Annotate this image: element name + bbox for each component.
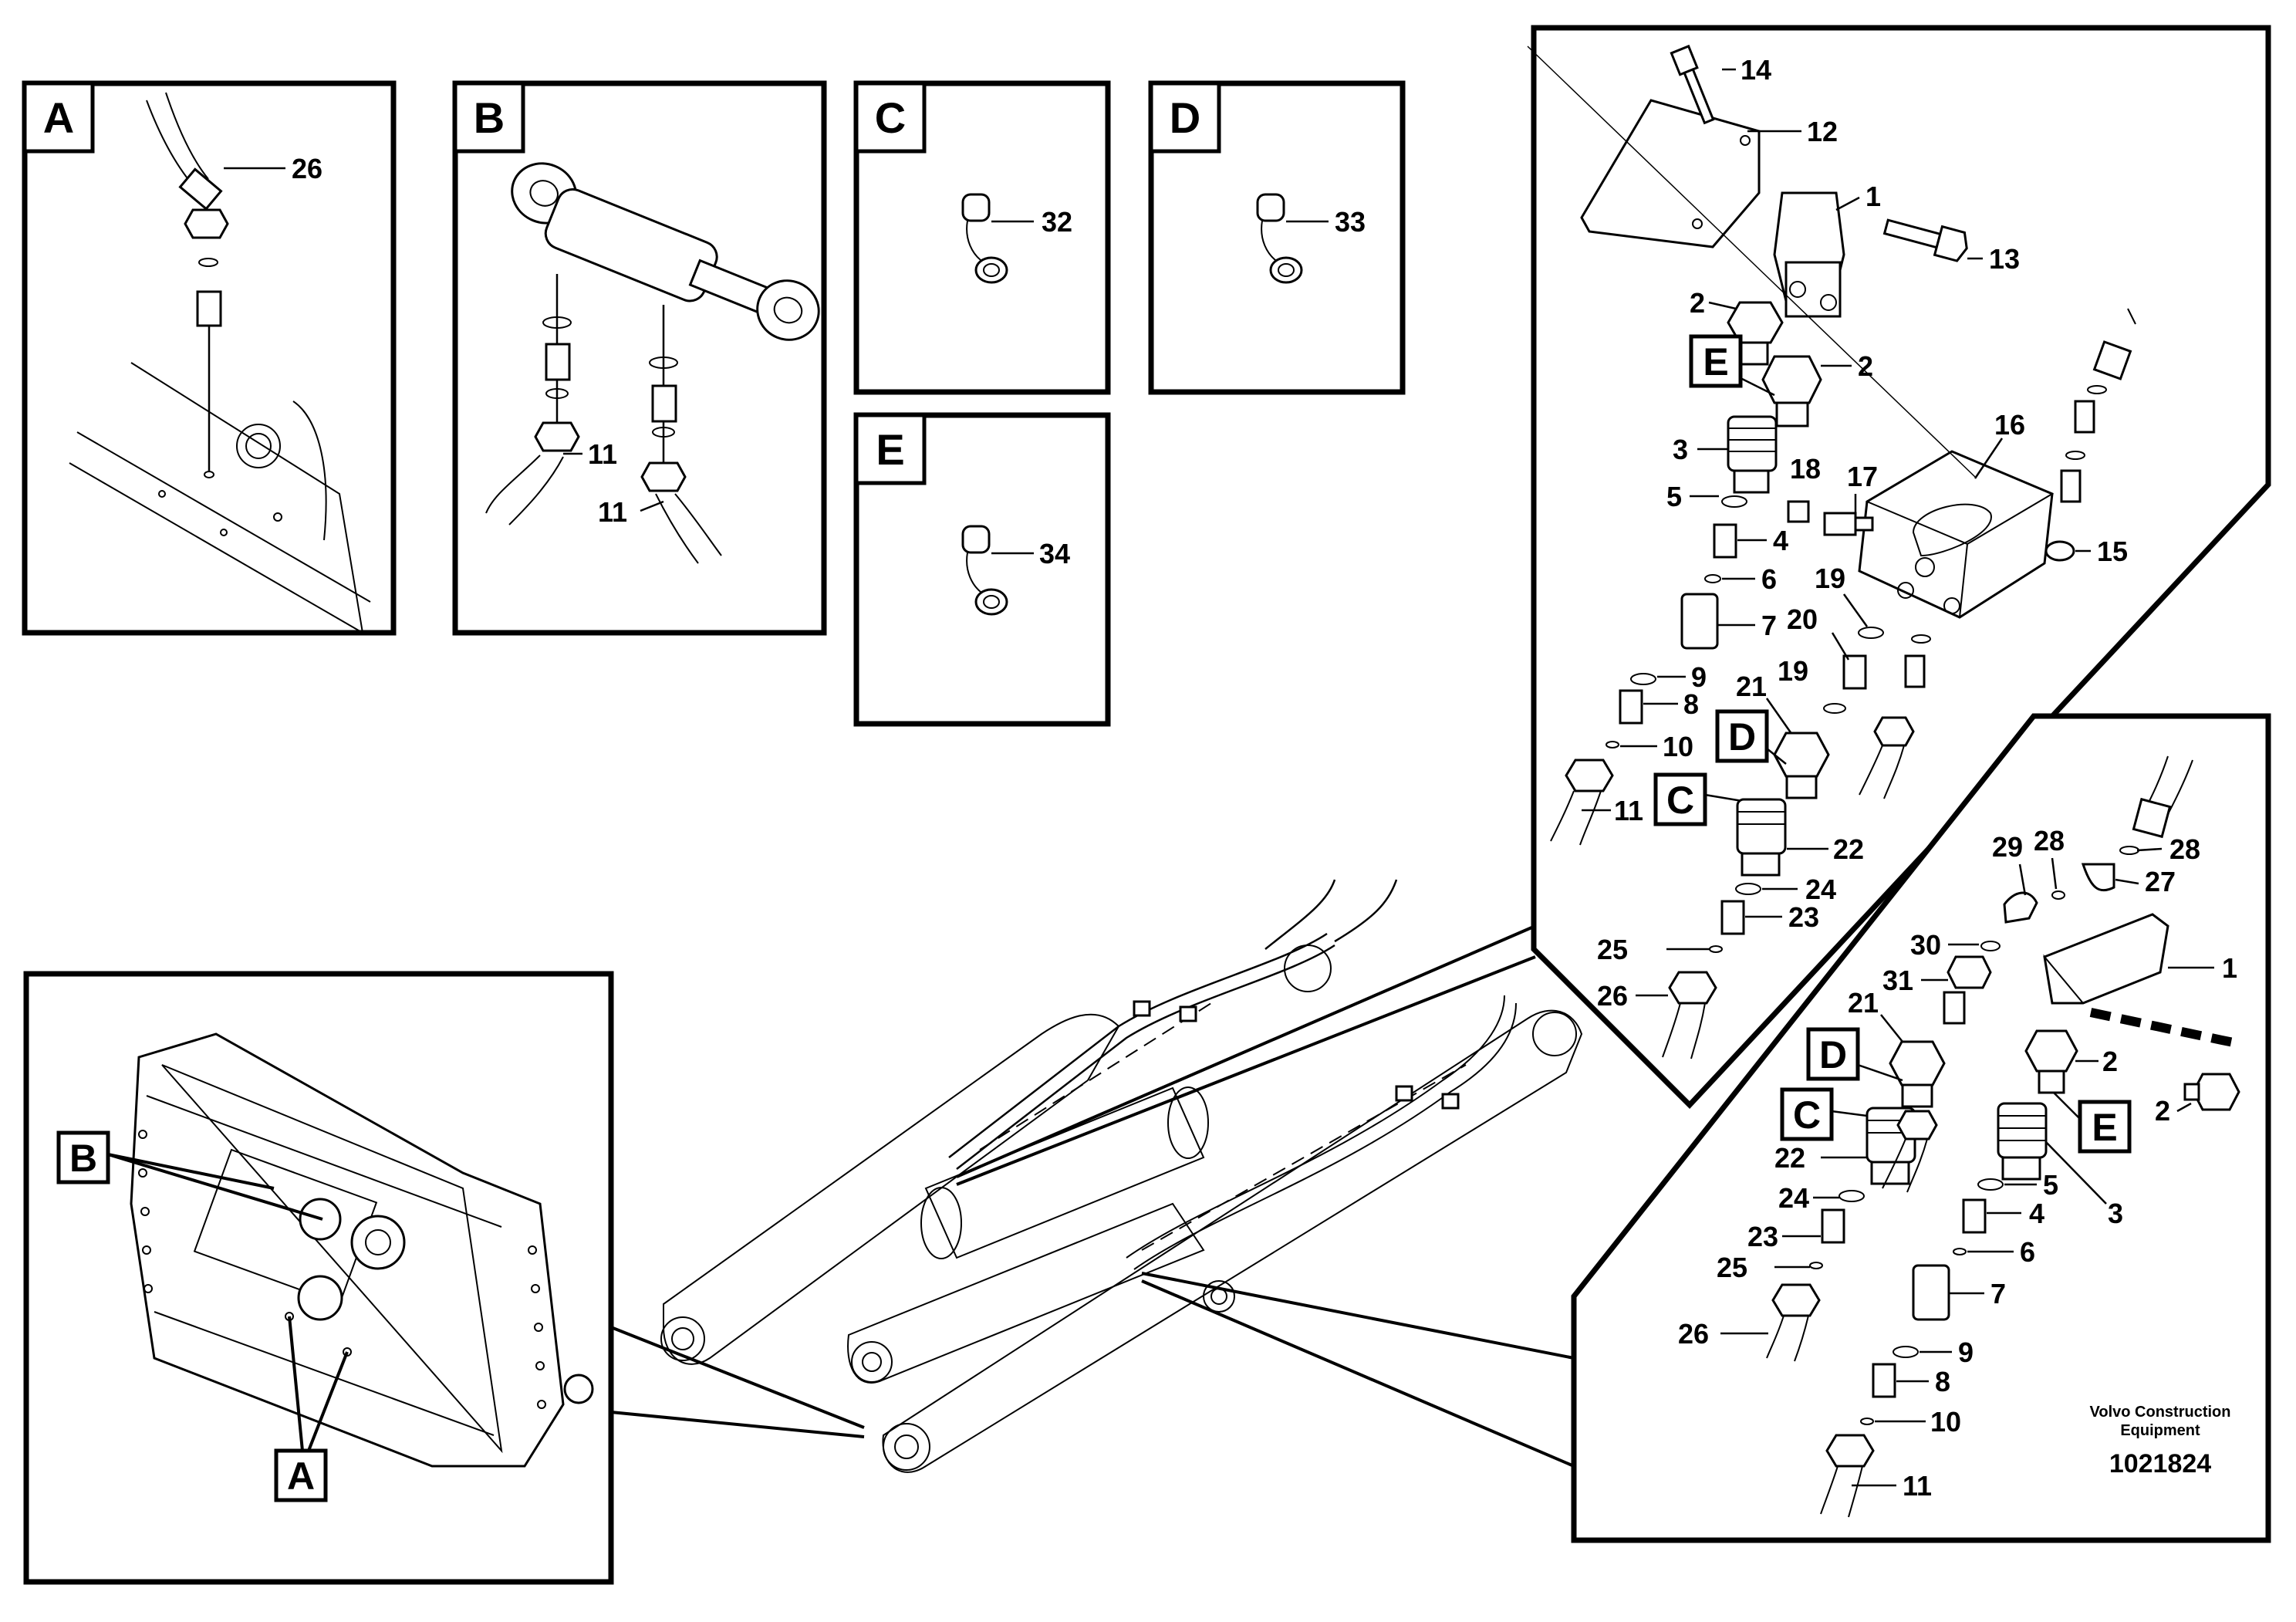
- callout-17: 17: [1847, 461, 1878, 492]
- callout-1-top: 1: [1866, 181, 1881, 212]
- callout-6-top: 6: [1761, 563, 1777, 595]
- callout-24-top: 24: [1805, 874, 1836, 905]
- callout-30: 30: [1910, 929, 1941, 961]
- callout-27: 27: [2145, 866, 2176, 897]
- callout-9-bot: 9: [1958, 1336, 1974, 1368]
- panel-b: B 11 11: [452, 80, 827, 636]
- callout-2-bot2: 2: [2155, 1095, 2170, 1127]
- boom-assembly: [610, 879, 1583, 1473]
- callout-18: 18: [1790, 453, 1821, 485]
- callout-22-bot: 22: [1774, 1142, 1805, 1174]
- callout-19-a: 19: [1815, 563, 1845, 594]
- callout-9-top: 9: [1691, 661, 1707, 693]
- detail-panel-lower: 28 27 29 28 30 31 1 2 2: [1571, 713, 2271, 1543]
- detail-panel-upper: 14 12 1 13 2 2 E: [1527, 25, 2271, 1110]
- panel-a-letter: A: [43, 93, 74, 142]
- callout-15: 15: [2097, 536, 2128, 567]
- callout-24-bot: 24: [1778, 1182, 1809, 1214]
- callout-11-top: 11: [1614, 795, 1643, 826]
- callout-33: 33: [1335, 206, 1366, 238]
- panel-e: E 34: [853, 412, 1111, 727]
- callout-7-top: 7: [1761, 610, 1777, 641]
- callout-7-bot: 7: [1990, 1278, 2006, 1309]
- callout-31: 31: [1882, 965, 1913, 996]
- brand-line-2: Equipment: [2120, 1422, 2200, 1439]
- panel-b-letter: B: [474, 93, 505, 142]
- callout-4-bot: 4: [2029, 1198, 2044, 1229]
- callout-29: 29: [1992, 831, 2023, 863]
- callout-11-bot: 11: [1903, 1470, 1932, 1502]
- callout-28-a: 28: [2034, 825, 2065, 857]
- callout-26-top: 26: [1597, 980, 1628, 1012]
- callout-5-bot: 5: [2043, 1169, 2058, 1201]
- tag-b-overview: B: [69, 1137, 97, 1180]
- callout-10-top: 10: [1663, 731, 1693, 762]
- callout-26-bot: 26: [1678, 1318, 1709, 1350]
- callout-23-bot: 23: [1747, 1221, 1778, 1252]
- callout-8-bot: 8: [1935, 1366, 1950, 1397]
- callout-6-bot: 6: [2020, 1236, 2035, 1268]
- panel-d: D 33: [1148, 80, 1406, 395]
- callout-4-top: 4: [1773, 525, 1788, 556]
- callout-20: 20: [1787, 603, 1818, 635]
- callout-3-top: 3: [1673, 434, 1688, 465]
- callout-19-b: 19: [1778, 655, 1808, 687]
- callout-28-b: 28: [2169, 833, 2200, 865]
- brand-line-1: Volvo Construction: [2090, 1404, 2231, 1421]
- callout-11-b2: 11: [598, 496, 627, 528]
- tag-e-top: E: [1703, 340, 1728, 384]
- callout-32: 32: [1042, 206, 1072, 238]
- callout-12: 12: [1807, 116, 1838, 147]
- callout-10-bot: 10: [1930, 1406, 1961, 1438]
- callout-14: 14: [1741, 54, 1771, 86]
- callout-25-top: 25: [1597, 934, 1628, 965]
- document-number: 1021824: [2109, 1449, 2211, 1478]
- tag-c-top: C: [1666, 779, 1694, 822]
- callout-26-a: 26: [292, 153, 322, 184]
- callout-23-top: 23: [1788, 901, 1819, 933]
- callout-34: 34: [1039, 538, 1070, 569]
- tag-c-bot: C: [1793, 1093, 1821, 1137]
- callout-21-top: 21: [1736, 671, 1767, 702]
- callout-11-b1: 11: [588, 438, 617, 470]
- tag-d-top: D: [1728, 715, 1756, 759]
- callout-2-bot1: 2: [2102, 1046, 2118, 1077]
- tag-e-bot: E: [2092, 1106, 2117, 1149]
- callout-13: 13: [1989, 243, 2020, 275]
- callout-3-bot: 3: [2108, 1198, 2123, 1229]
- panel-e-letter: E: [876, 425, 904, 474]
- callout-21-bot: 21: [1848, 987, 1879, 1019]
- tag-d-bot: D: [1819, 1033, 1847, 1076]
- callout-8-top: 8: [1683, 688, 1699, 720]
- tag-a-overview: A: [287, 1455, 315, 1498]
- callout-5-top: 5: [1666, 481, 1682, 512]
- callout-25-bot: 25: [1717, 1252, 1747, 1283]
- panel-a: A 26: [22, 80, 397, 636]
- panel-c-letter: C: [875, 93, 906, 142]
- callout-1-bot: 1: [2222, 952, 2237, 984]
- callout-2-top2: 2: [1858, 350, 1873, 382]
- panel-d-letter: D: [1170, 93, 1200, 142]
- overview-panel: B A: [23, 971, 614, 1585]
- callout-2-top1: 2: [1690, 287, 1705, 319]
- callout-16: 16: [1994, 409, 2025, 441]
- callout-22-top: 22: [1833, 833, 1864, 865]
- panel-c: C 32: [853, 80, 1111, 395]
